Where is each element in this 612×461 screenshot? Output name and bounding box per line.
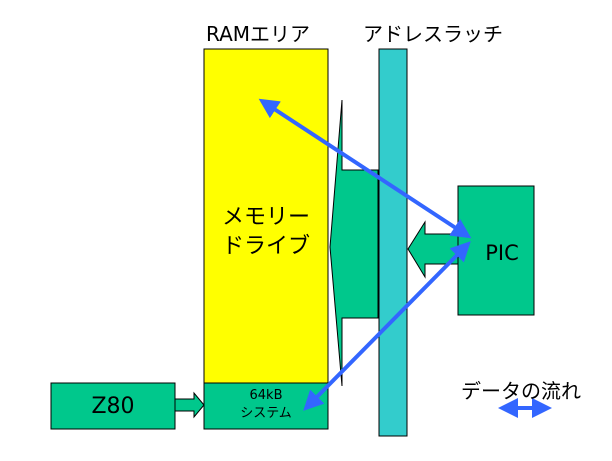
pic-label: PIC <box>485 241 519 265</box>
z80-label: Z80 <box>91 394 135 419</box>
dataflow-arrow-ram-pic <box>258 98 472 239</box>
pic-to-latch-arrow <box>407 220 459 279</box>
legend-label: データの流れ <box>461 379 581 403</box>
memory-drive-line2: ドライブ <box>221 234 310 259</box>
memory-drive-line1: メモリー <box>221 205 310 230</box>
dataflow-arrow-system-pic <box>303 241 471 411</box>
z80-to-system-arrow <box>174 391 205 419</box>
system-line2: システム <box>240 406 292 421</box>
z80-block <box>50 382 176 430</box>
address-latch-bar <box>378 48 408 437</box>
memory-drive-label: メモリー ドライブ <box>204 203 328 261</box>
system-label: 64kB システム <box>204 387 328 423</box>
ram-area-title: RAMエリア <box>206 22 311 46</box>
system-line1: 64kB <box>249 388 283 403</box>
address-latch-title: アドレスラッチ <box>363 22 503 46</box>
